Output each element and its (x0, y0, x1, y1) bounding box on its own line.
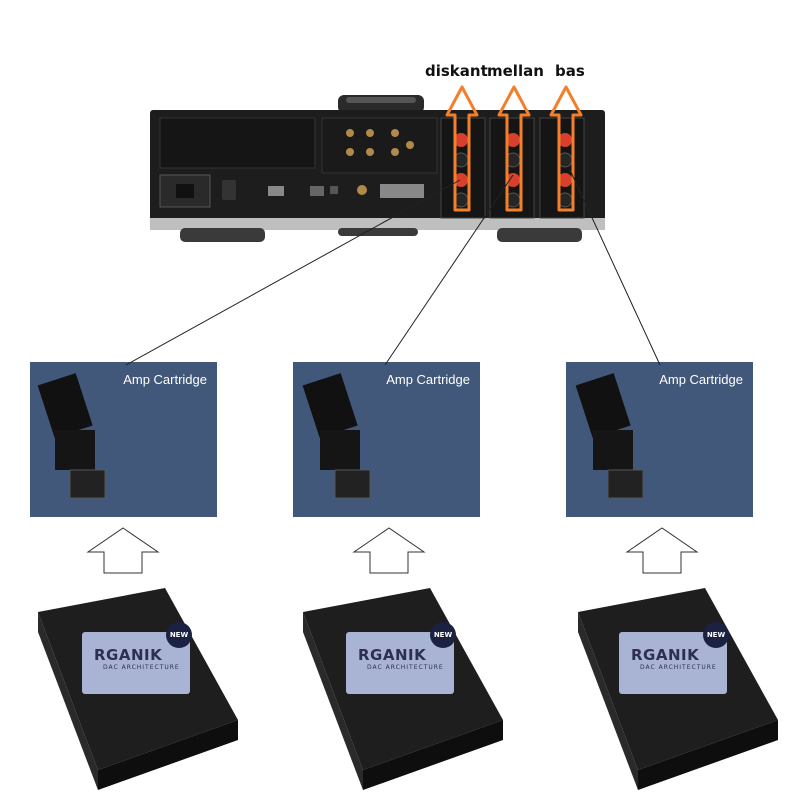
dac-module-2: RGANIK DAC ARCHITECTURE NEW (302, 588, 502, 766)
connector-line-right (569, 169, 661, 366)
up-arrow-2 (352, 527, 426, 574)
treble-highlight-arrow (445, 85, 479, 212)
organik-brand: RGANIK (358, 646, 427, 664)
connector-line-middle (384, 174, 514, 366)
organik-logo-panel: RGANIK DAC ARCHITECTURE NEW (346, 622, 456, 694)
organik-logo-panel: RGANIK DAC ARCHITECTURE NEW (619, 622, 729, 694)
mid-label: mellan (487, 62, 544, 80)
organik-brand: RGANIK (631, 646, 700, 664)
organik-tagline: DAC ARCHITECTURE (367, 664, 444, 671)
treble-label: diskant (425, 62, 488, 80)
organik-tagline: DAC ARCHITECTURE (103, 664, 180, 671)
new-badge: NEW (166, 622, 192, 648)
up-arrow-1 (86, 527, 160, 574)
bass-label: bas (555, 62, 585, 80)
amp-cartridge-image-2 (302, 373, 371, 499)
connector-line-left (125, 179, 461, 366)
organik-logo-panel: RGANIK DAC ARCHITECTURE NEW (82, 622, 192, 694)
organik-tagline: DAC ARCHITECTURE (640, 664, 717, 671)
bass-highlight-arrow (549, 85, 583, 212)
organik-brand: RGANIK (94, 646, 163, 664)
amp-cartridge-image-3 (575, 373, 644, 499)
amp-cartridge-image-1 (37, 373, 106, 499)
amplifier-rear-panel (150, 95, 605, 242)
dac-module-3: RGANIK DAC ARCHITECTURE NEW (575, 588, 775, 766)
new-badge: NEW (430, 622, 456, 648)
dac-module-1: RGANIK DAC ARCHITECTURE NEW (38, 588, 238, 766)
up-arrow-3 (625, 527, 699, 574)
new-badge: NEW (703, 622, 729, 648)
mid-highlight-arrow (497, 85, 531, 212)
